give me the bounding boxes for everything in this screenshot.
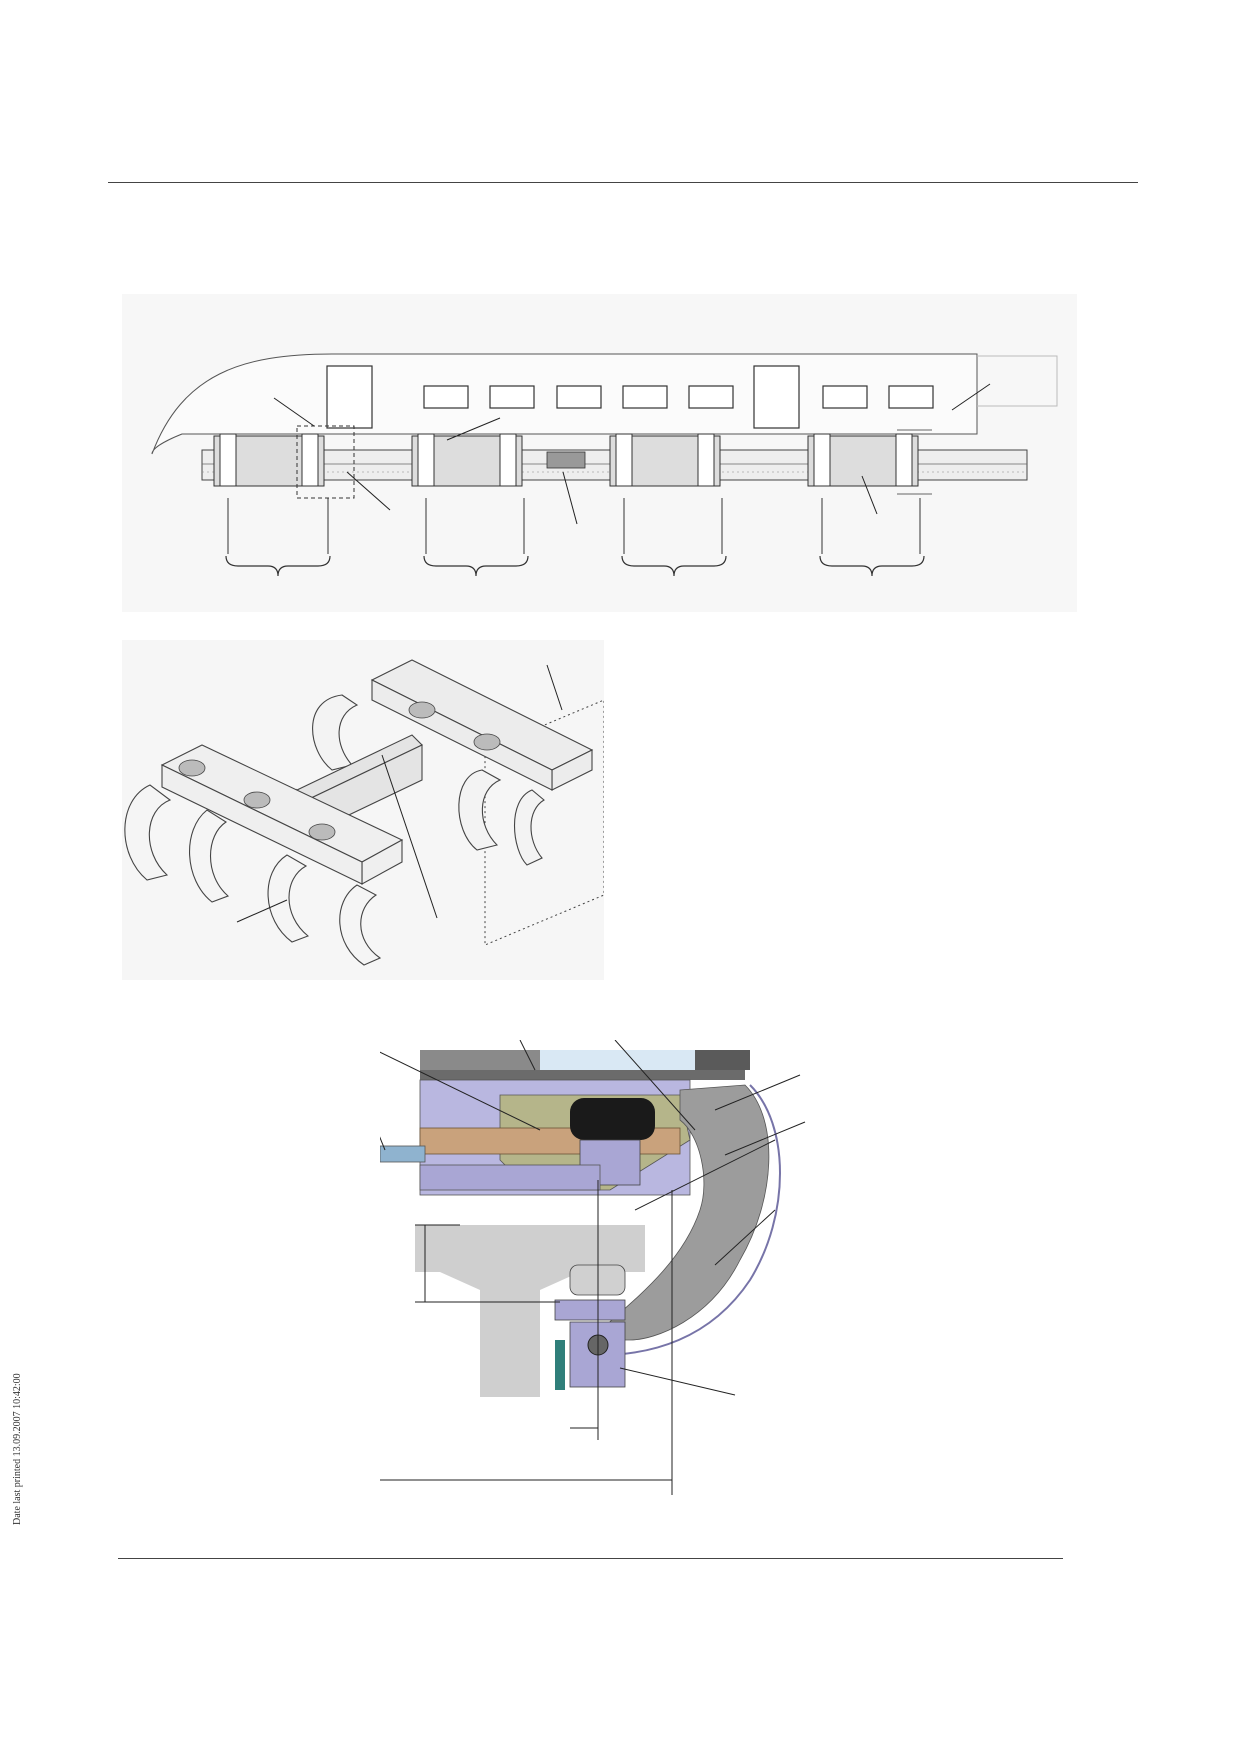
figure-vehicle-side-view [122,294,1077,612]
header-rule [108,182,1138,183]
footer-rule [118,1558,1063,1559]
figure-cross-section [380,1040,860,1520]
door-rear [753,365,800,429]
print-date-stamp: Date last printed 13.09.2007 10:42:00 [12,1373,23,1525]
figure-bogie-frame-isometric [122,640,604,980]
door-front [326,365,373,429]
